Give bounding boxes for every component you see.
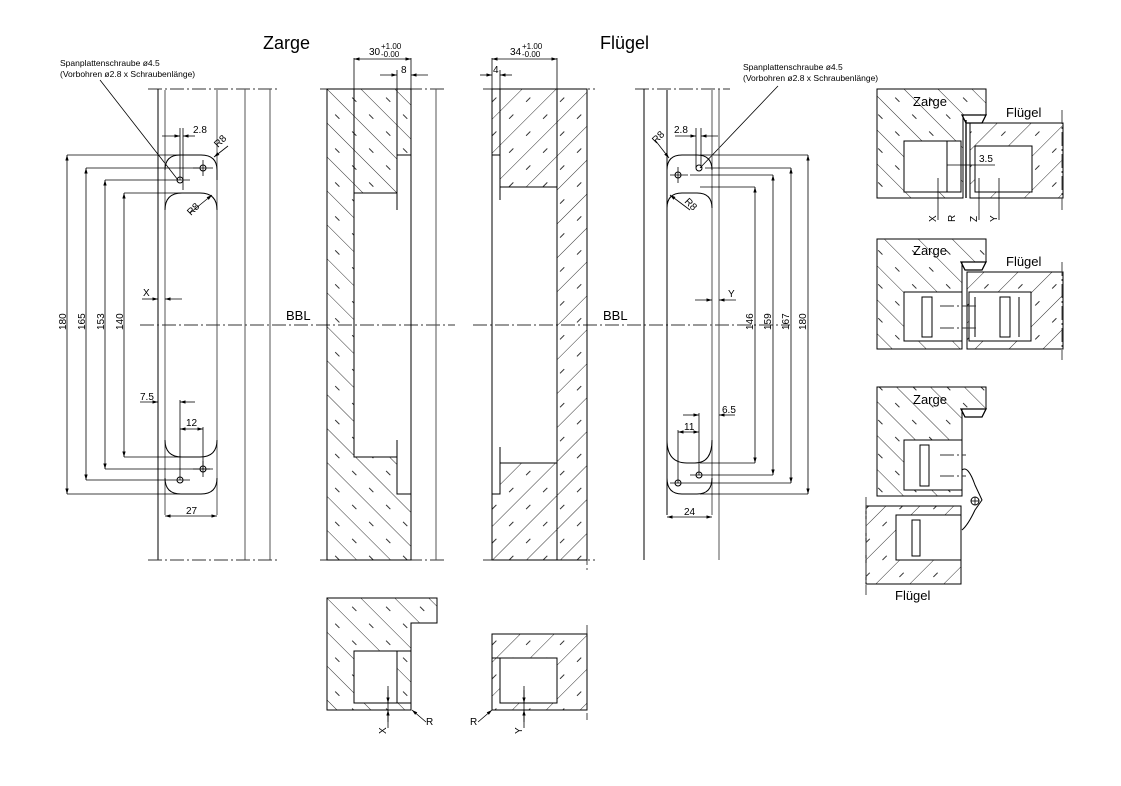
dim-zarge-7-5: 7.5 <box>140 392 154 403</box>
dim-fluegel-r8-top: R8 <box>650 129 667 146</box>
dim-bottom-zarge-x: X <box>378 727 389 734</box>
screw-note-zarge: Spanplattenschraube ø4.5 (Vorbohren ø2.8… <box>60 58 195 181</box>
fluegel-title: Flügel <box>600 33 649 53</box>
screw-note-line1: Spanplattenschraube ø4.5 <box>743 62 843 72</box>
dim-pocket-fluegel-34: 34 <box>510 47 522 58</box>
zarge-pocket-section: 30 +1.00 -0.00 8 <box>320 42 445 561</box>
dim-pocket-fluegel-4: 4 <box>493 65 499 76</box>
dim-zarge-2-8: 2.8 <box>193 125 207 136</box>
screw-note-line2: (Vorbohren ø2.8 x Schraubenlänge) <box>60 69 195 79</box>
side1-dim-x: X <box>928 215 939 222</box>
side1-fluegel-label: Flügel <box>1006 105 1042 120</box>
side1-dim-r: R <box>947 215 958 222</box>
dim-zarge-r8-top: R8 <box>212 133 229 150</box>
dim-zarge-180: 180 <box>58 313 69 330</box>
dim-zarge-r8-inner: R8 <box>185 201 202 218</box>
dim-bottom-fluegel-r: R <box>470 717 477 728</box>
dim-fluegel-146: 146 <box>745 313 756 330</box>
screw-note-line1: Spanplattenschraube ø4.5 <box>60 58 160 68</box>
side-section-2: Zarge Flügel <box>876 238 1064 360</box>
side3-zarge-label: Zarge <box>913 392 947 407</box>
fluegel-pocket-section: 34 +1.00 -0.00 4 <box>480 42 595 570</box>
dim-pocket-zarge-8: 8 <box>401 65 407 76</box>
side1-dim-y: Y <box>989 215 1000 222</box>
side2-fluegel-label: Flügel <box>1006 254 1042 269</box>
dim-pocket-zarge-tol-plus: +1.00 <box>381 42 402 51</box>
side-section-1: Zarge Flügel 3.5 X R Z Y <box>876 88 1064 222</box>
dim-zarge-27: 27 <box>186 506 198 517</box>
dim-fluegel-2-8: 2.8 <box>674 125 688 136</box>
dim-fluegel-180: 180 <box>798 313 809 330</box>
side2-zarge-label: Zarge <box>913 243 947 258</box>
zarge-title: Zarge <box>263 33 310 53</box>
dim-fluegel-r8-inner: R8 <box>682 196 699 213</box>
side1-dim-3-5: 3.5 <box>979 154 993 165</box>
dim-pocket-zarge-tol-minus: -0.00 <box>381 50 400 59</box>
side3-fluegel-label: Flügel <box>895 588 931 603</box>
side-section-3: Zarge Flügel <box>865 386 988 603</box>
dim-fluegel-167: 167 <box>781 313 792 330</box>
dim-pocket-fluegel-tol-minus: -0.00 <box>522 50 541 59</box>
dim-pocket-fluegel-tol-plus: +1.00 <box>522 42 543 51</box>
side1-zarge-label: Zarge <box>913 94 947 109</box>
side1-dim-z: Z <box>969 216 980 222</box>
dim-fluegel-11: 11 <box>684 422 695 433</box>
dim-zarge-153: 153 <box>96 313 107 330</box>
dim-pocket-zarge-30: 30 <box>369 47 381 58</box>
dim-fluegel-24: 24 <box>684 507 696 518</box>
dim-zarge-12: 12 <box>186 418 198 429</box>
dim-bottom-fluegel-y: Y <box>514 727 525 734</box>
zarge-plate-view: 180 165 153 140 2.8 R8 R8 X 7.5 12 27 <box>58 88 280 561</box>
bbl-label-right: BBL <box>603 308 628 323</box>
dim-zarge-140: 140 <box>115 313 126 330</box>
fluegel-bottom-section: Y R <box>470 625 588 734</box>
bbl-label-left: BBL <box>286 308 311 323</box>
dim-bottom-zarge-r: R <box>426 717 433 728</box>
fluegel-plate-view: 146 159 167 180 2.8 R8 R8 Y 6.5 11 24 <box>635 88 810 560</box>
screw-note-fluegel: Spanplattenschraube ø4.5 (Vorbohren ø2.8… <box>699 62 878 169</box>
dim-fluegel-y: Y <box>728 289 735 300</box>
dim-zarge-165: 165 <box>77 313 88 330</box>
dim-fluegel-6-5: 6.5 <box>722 405 736 416</box>
zarge-bottom-section: X R <box>326 597 438 734</box>
dim-zarge-x: X <box>143 288 150 299</box>
screw-note-line2: (Vorbohren ø2.8 x Schraubenlänge) <box>743 73 878 83</box>
dim-fluegel-159: 159 <box>763 313 774 330</box>
